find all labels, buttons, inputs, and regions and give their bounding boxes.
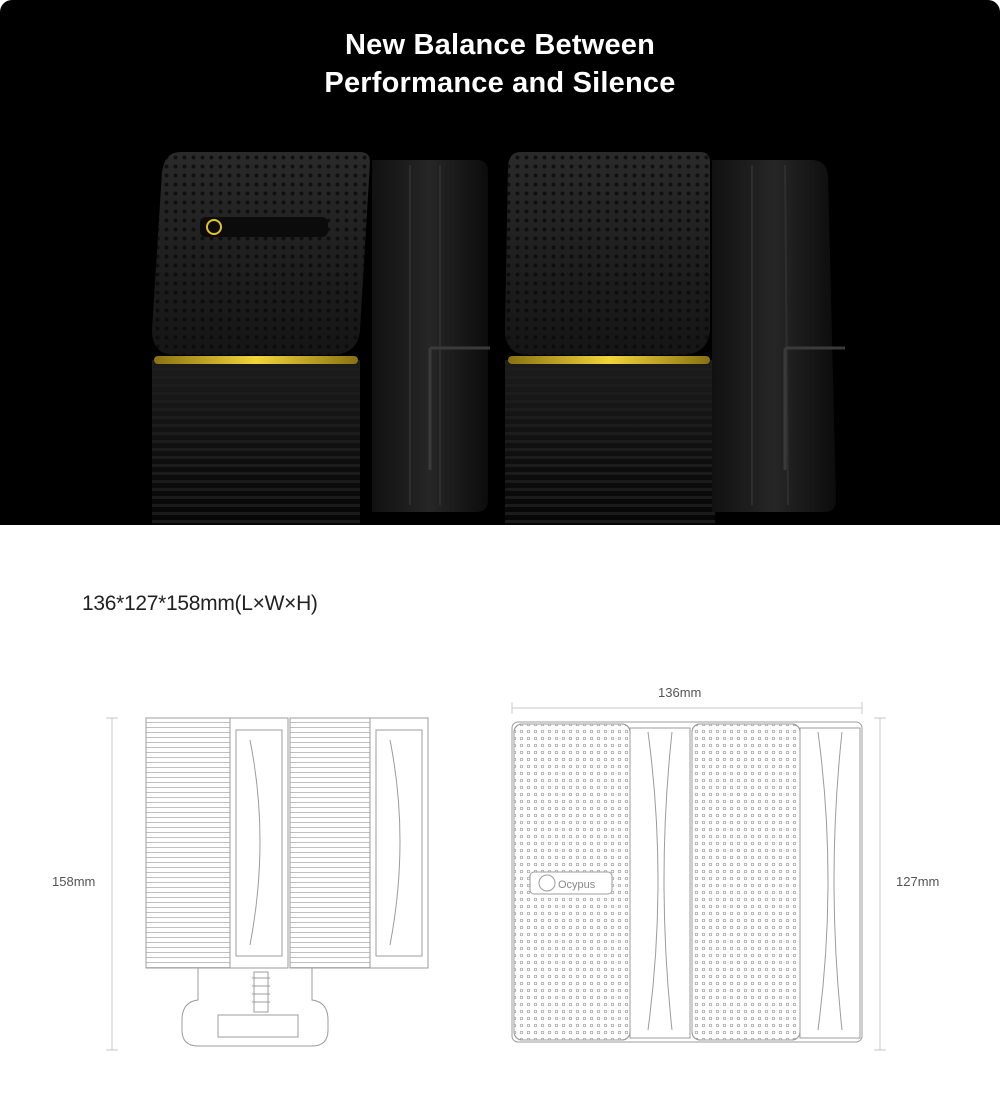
hero-title: New Balance Between Performance and Sile… (0, 26, 1000, 102)
width-label: 127mm (896, 874, 940, 889)
dimensions-text: 136*127*158mm(L×W×H) (82, 592, 318, 615)
height-label: 158mm (52, 874, 96, 889)
length-label: 136mm (658, 685, 702, 700)
side-view-drawing (106, 717, 429, 1051)
top-view-drawing (511, 702, 886, 1051)
hero-title-line1: New Balance Between (344, 29, 656, 61)
cooler-product-render (152, 152, 845, 525)
hero-title-line2: Performance and Silence (324, 67, 676, 99)
drawing-logo-text: Ocypus (558, 879, 596, 891)
hero-banner: New Balance Between Performance and Sile… (0, 0, 1000, 525)
